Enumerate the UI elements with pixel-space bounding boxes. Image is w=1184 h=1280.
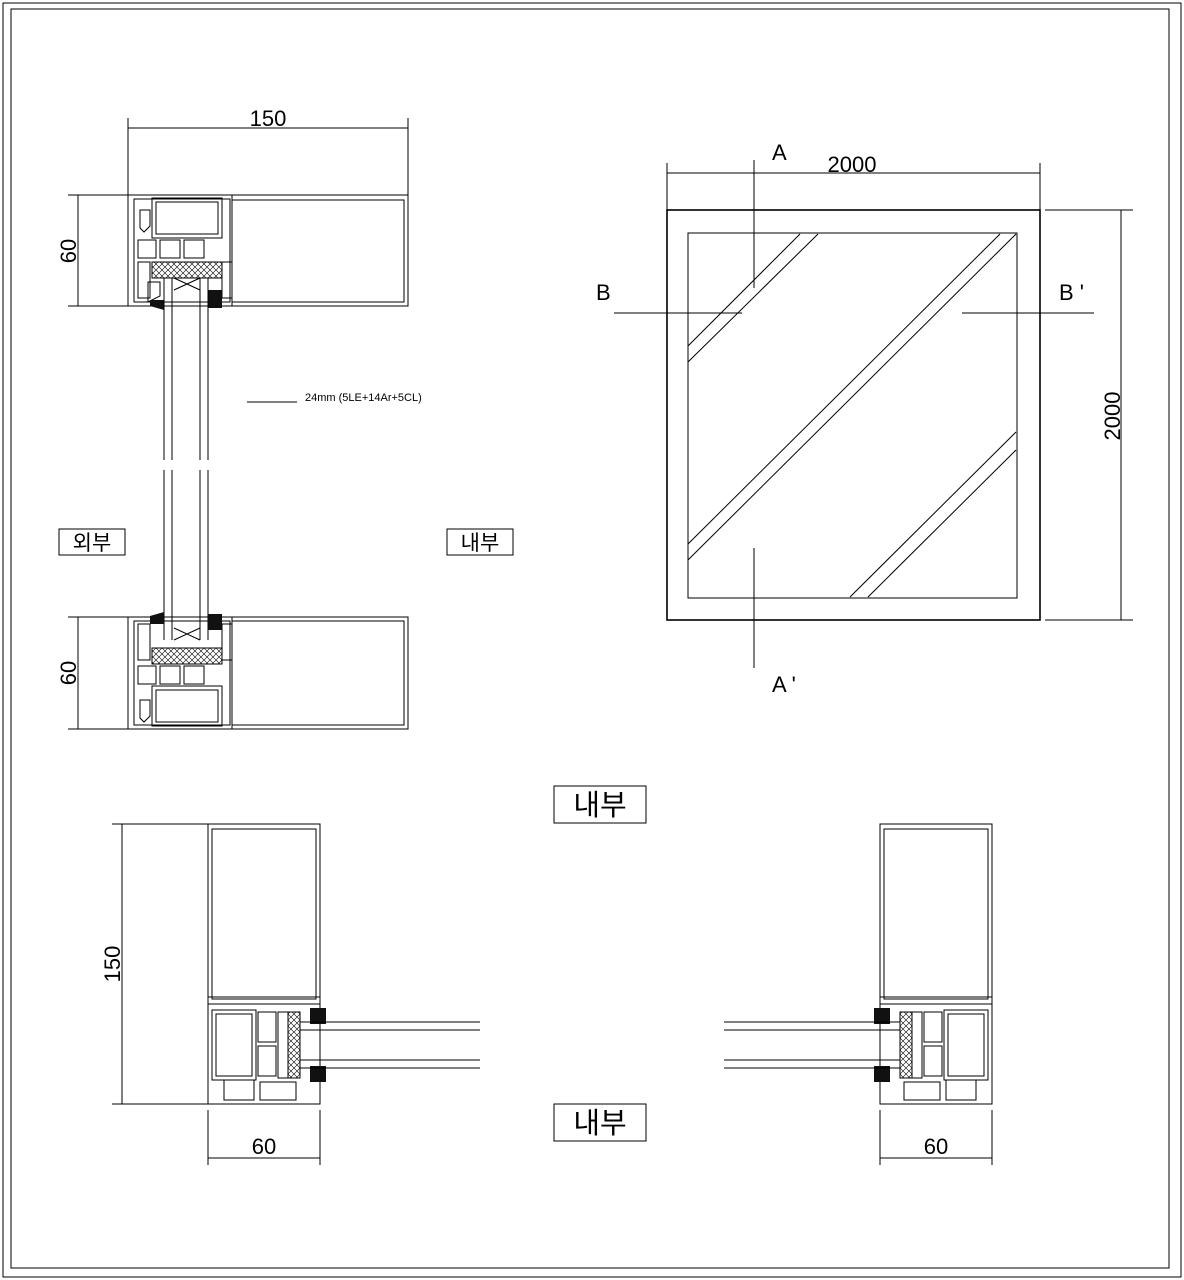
inside-tag-top: 내부 (553, 785, 647, 824)
section-mark-b-end: B ' (1059, 280, 1084, 305)
dimension-150-top: 150 (127, 106, 409, 195)
dim-label-60-bottom: 60 (56, 661, 81, 685)
inside-label-vertical: 내부 (461, 532, 500, 555)
dim-label-2000-width: 2000 (828, 152, 877, 177)
glass-reflection-lines (687, 233, 1017, 598)
vertical-section: 150 60 (56, 106, 514, 730)
dim-label-60-left: 60 (252, 1134, 276, 1159)
dim-label-2000-height: 2000 (1100, 392, 1125, 441)
outside-label: 외부 (73, 532, 112, 555)
dim-label-60-right: 60 (924, 1134, 948, 1159)
right-glass-pane (724, 1021, 901, 1069)
window-outer-frame (666, 209, 1041, 621)
dimension-60-top: 60 (56, 194, 128, 307)
bottom-frame-profile (127, 612, 409, 730)
section-mark-b: B (596, 280, 611, 305)
section-mark-a-end: A ' (772, 672, 796, 697)
inside-label-bottom: 내부 (573, 1108, 626, 1140)
inside-tag-vertical: 내부 (446, 528, 514, 556)
top-frame-profile (127, 194, 409, 310)
glass-note: 24mm (5LE+14Ar+5CL) (305, 392, 422, 404)
dim-label-150: 150 (250, 106, 287, 131)
left-glass-pane (299, 1021, 480, 1069)
dimension-60-bottom: 60 (56, 616, 128, 730)
section-mark-a: A (772, 140, 787, 165)
outside-tag: 외부 (58, 528, 126, 556)
left-jamb-profile (207, 823, 326, 1105)
inside-label-top: 내부 (573, 790, 626, 822)
elevation-view: 2000 2000 A A ' B B ' (596, 140, 1133, 697)
right-jamb-profile (874, 823, 993, 1105)
inside-tag-bottom: 내부 (553, 1103, 647, 1142)
glass-pane-vertical (163, 277, 209, 641)
dim-label-60-top: 60 (56, 239, 81, 263)
window-inner-frame (687, 232, 1018, 599)
horizontal-section: 내부 내부 (100, 785, 993, 1165)
dim-label-150-left: 150 (100, 946, 125, 983)
